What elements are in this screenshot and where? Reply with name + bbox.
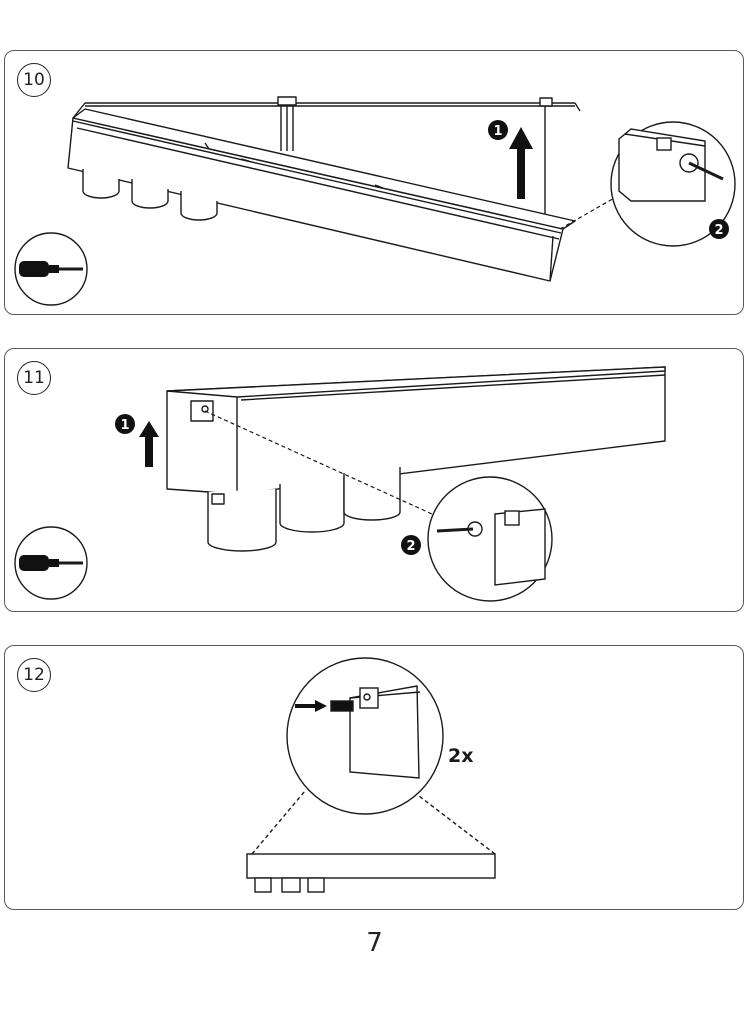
step-number-badge: 10	[17, 63, 51, 97]
step-10-illustration: 1 2	[14, 96, 736, 306]
arrow-up-icon	[509, 127, 533, 199]
svg-text:1: 1	[493, 124, 502, 139]
screwdriver-icon	[14, 232, 88, 306]
detail-zoom-circle	[427, 476, 553, 602]
page-number: 7	[366, 928, 383, 958]
step-12-illustration	[246, 657, 496, 893]
spotlight-heads	[82, 169, 218, 221]
detail-zoom-circle	[610, 121, 736, 247]
step-number-badge: 11	[17, 361, 51, 395]
step-10-panel: 10	[4, 50, 744, 315]
spotlight-heads	[207, 467, 401, 552]
luminaire-side-view	[246, 853, 496, 893]
step-number-badge: 12	[17, 658, 51, 692]
arrow-up-icon	[139, 421, 159, 467]
step-11-panel: 11 1	[4, 348, 744, 612]
screwdriver-icon	[14, 526, 88, 600]
detail-zoom-circle	[286, 657, 444, 815]
svg-text:2: 2	[406, 539, 415, 554]
step-11-illustration: 1 2	[14, 366, 666, 602]
callout-2: 2	[401, 535, 421, 555]
step-12-panel: 12 2x	[4, 645, 744, 910]
luminaire-body	[67, 108, 576, 282]
arrow-right-icon	[295, 700, 327, 712]
callout-2: 2	[709, 219, 729, 239]
suspension-wires	[72, 96, 581, 226]
callout-1: 1	[488, 120, 508, 140]
quantity-multiplier: 2x	[448, 745, 474, 767]
callout-1: 1	[115, 414, 135, 434]
svg-text:1: 1	[120, 418, 129, 433]
luminaire-body	[166, 366, 666, 495]
svg-text:2: 2	[714, 223, 723, 238]
